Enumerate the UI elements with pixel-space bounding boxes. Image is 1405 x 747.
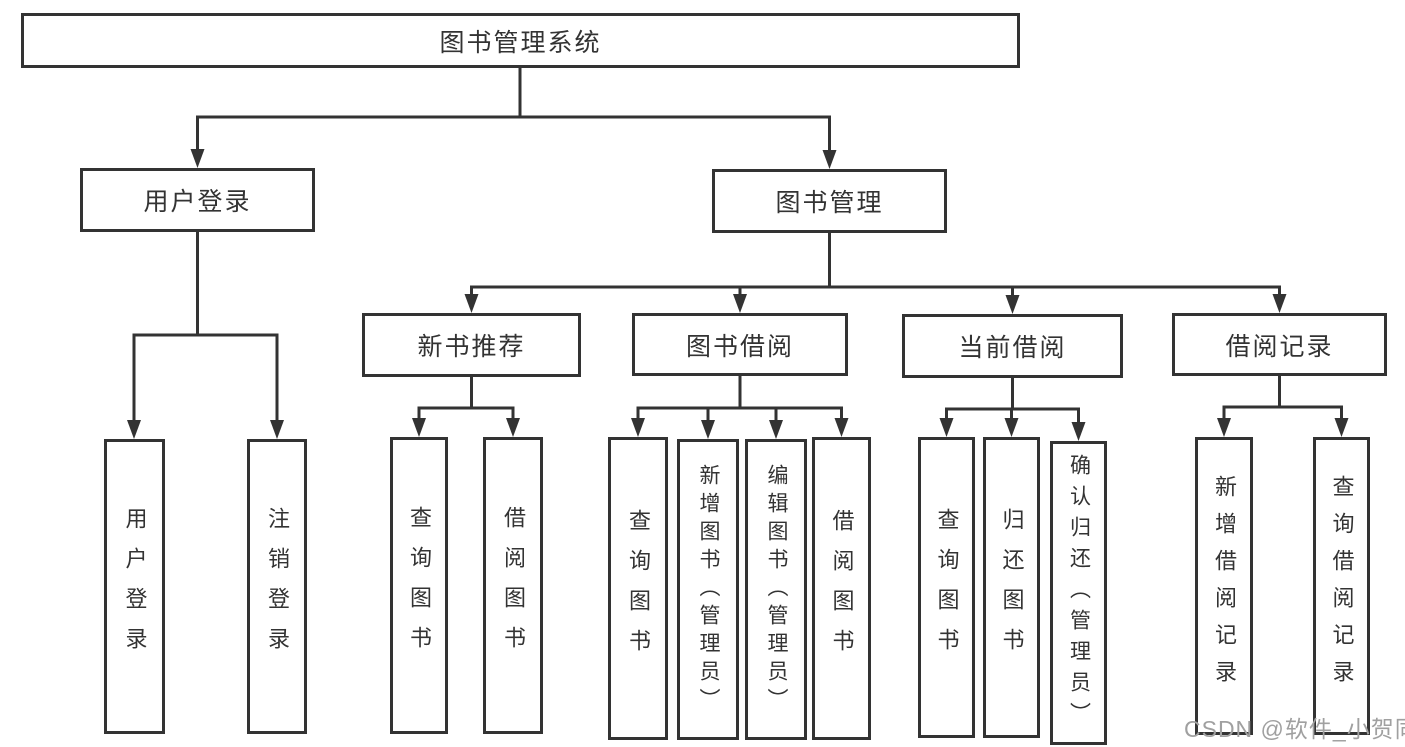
leaf-borrow-books-2: 借阅图书: [812, 437, 871, 740]
csdn-watermark: CSDN @软件_小贺同学: [1184, 716, 1405, 742]
node-user-login: 用户登录: [80, 168, 315, 232]
leaf-query-borrow-record: 查询借阅记录: [1313, 437, 1370, 735]
leaf-edit-book-admin: 编辑图书（管理员）: [745, 439, 807, 740]
leaf-confirm-return-admin-label: 确认归还（管理员）: [1067, 453, 1091, 733]
node-borrow-records-label: 借阅记录: [1225, 332, 1334, 361]
leaf-query-books-3: 查询图书: [918, 437, 975, 738]
node-user-login-label: 用户登录: [143, 188, 252, 216]
leaf-borrow-books-1: 借阅图书: [483, 437, 543, 734]
node-new-book-recommend: 新书推荐: [362, 313, 581, 377]
leaf-user-login-label: 用户登录: [122, 506, 148, 667]
node-current-borrowing: 当前借阅: [902, 314, 1123, 378]
node-book-borrowing: 图书借阅: [632, 313, 848, 376]
node-book-management-label: 图书管理: [775, 189, 884, 217]
leaf-add-borrow-record-label: 新增借阅记录: [1212, 475, 1237, 697]
leaf-query-books-2: 查询图书: [608, 437, 668, 740]
node-book-borrowing-label: 图书借阅: [685, 332, 794, 361]
node-borrow-records: 借阅记录: [1172, 313, 1387, 376]
leaf-confirm-return-admin: 确认归还（管理员）: [1050, 441, 1107, 745]
leaf-borrow-books-1-label: 借阅图书: [501, 505, 526, 666]
node-current-borrowing-label: 当前借阅: [958, 334, 1067, 362]
node-book-management: 图书管理: [712, 169, 947, 233]
leaf-edit-book-admin-label: 编辑图书（管理员）: [765, 463, 788, 716]
leaf-add-borrow-record: 新增借阅记录: [1195, 437, 1253, 735]
node-new-book-recommend-label: 新书推荐: [417, 333, 526, 361]
leaf-add-book-admin: 新增图书（管理员）: [677, 439, 739, 740]
leaf-return-books: 归还图书: [983, 437, 1040, 738]
leaf-logout-label: 注销登录: [265, 506, 290, 667]
leaf-query-books-3-label: 查询图书: [934, 507, 960, 668]
leaf-query-books-2-label: 查询图书: [626, 508, 651, 669]
leaf-query-books-1: 查询图书: [390, 437, 448, 734]
leaf-query-borrow-record-label: 查询借阅记录: [1329, 475, 1355, 697]
leaf-add-book-admin-label: 新增图书（管理员）: [697, 463, 720, 716]
node-root-label: 图书管理系统: [439, 28, 602, 57]
connector-lines: [132, 66, 1343, 428]
node-root: 图书管理系统: [21, 13, 1020, 68]
leaf-logout: 注销登录: [247, 439, 307, 734]
leaf-borrow-books-2-label: 借阅图书: [829, 508, 855, 669]
leaf-query-books-1-label: 查询图书: [407, 505, 432, 666]
leaf-return-books-label: 归还图书: [999, 507, 1025, 668]
arrow-heads: [127, 149, 1349, 441]
leaf-user-login: 用户登录: [104, 439, 165, 734]
